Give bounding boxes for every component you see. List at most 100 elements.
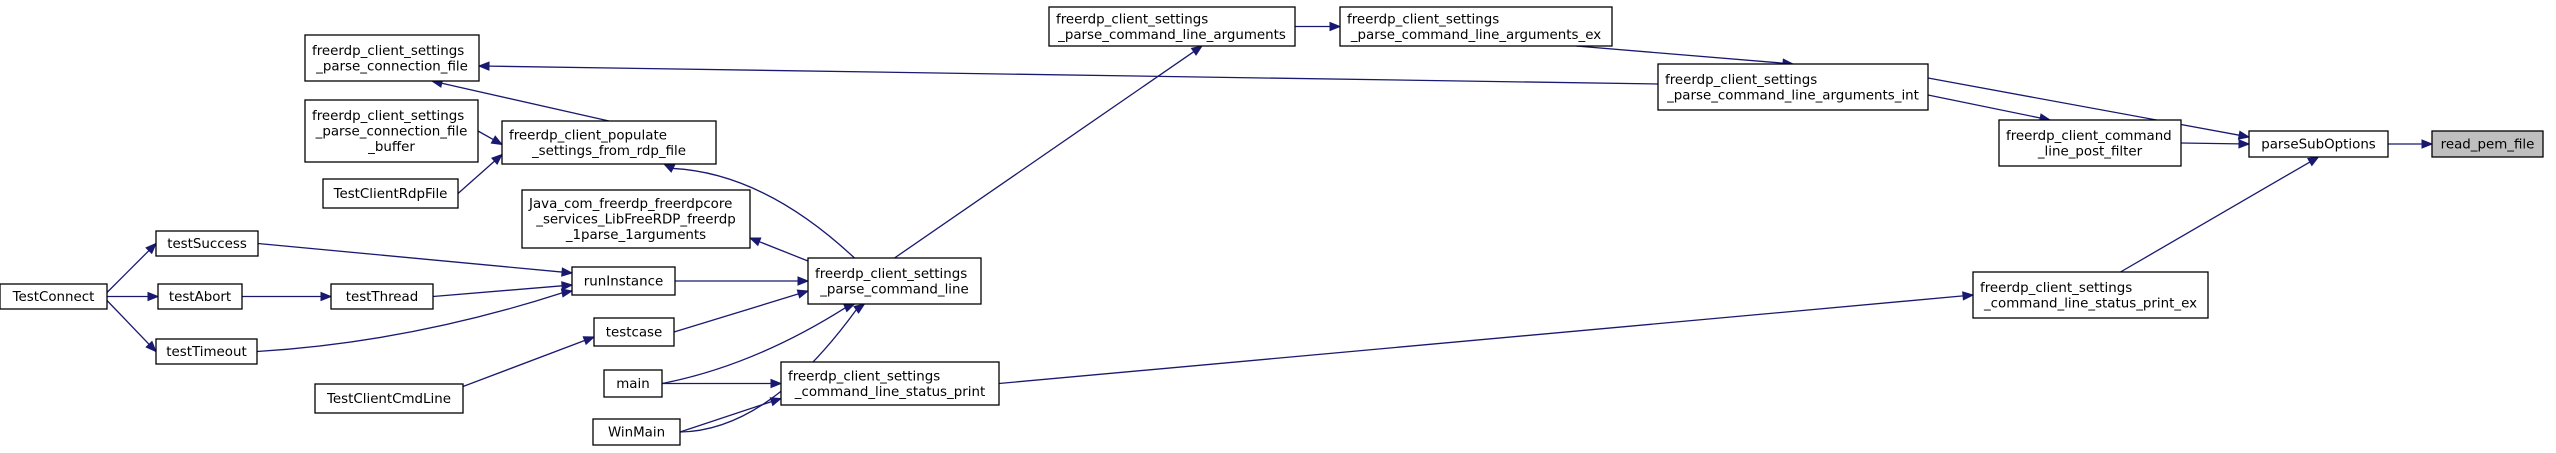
arrowhead-icon (561, 267, 574, 277)
arrowhead-icon (477, 61, 490, 71)
node-label: TestClientRdpFile (333, 187, 448, 202)
node-box (592, 418, 681, 446)
node-box (603, 369, 663, 398)
edge-line (256, 292, 563, 353)
node-label: _buffer (367, 140, 415, 155)
node-label: WinMain (608, 426, 665, 441)
edge-TestConnect-to-testSuccess (106, 242, 157, 293)
edge-args_int-to-parseSubOptions (1927, 77, 2251, 140)
edge-testAbort-to-testThread (242, 291, 333, 302)
node-label: testThread (346, 290, 419, 305)
node-box (2431, 130, 2544, 158)
edge-TestClientRdpFile-to-populate_rdp (457, 153, 504, 194)
node-connection-file-buffer[interactable]: freerdp_client_settings_parse_connection… (304, 99, 479, 163)
edges-layer (106, 21, 2434, 433)
node-winmain[interactable]: WinMain (592, 418, 681, 446)
arrowhead-icon (147, 291, 160, 302)
arrowhead-icon (320, 291, 333, 302)
node-label: freerdp_client_settings (1980, 281, 2132, 296)
node-testsuccess[interactable]: testSuccess (155, 230, 259, 257)
node-box (304, 34, 480, 82)
nodes-layer: read_pem_file parseSubOptions freerdp_clie… (0, 6, 2544, 446)
node-box (304, 99, 479, 163)
node-testabort[interactable]: testAbort (157, 283, 243, 310)
edge-line (1927, 77, 2240, 136)
node-java[interactable]: Java_com_freerdp_freerdpcore_services_Li… (521, 189, 751, 249)
node-label: testAbort (169, 290, 231, 305)
node-parsesuboptions[interactable]: parseSubOptions (2248, 130, 2389, 158)
node-args-int[interactable]: freerdp_client_settings_parse_command_li… (1657, 63, 1929, 111)
node-box (501, 120, 717, 165)
node-main[interactable]: main (603, 369, 663, 398)
edge-parse_command_line-to-java (748, 237, 809, 262)
edge-line (1927, 94, 2041, 119)
node-box (780, 361, 1000, 406)
node-connection-file[interactable]: freerdp_client_settings_parse_connection… (304, 34, 480, 82)
node-label: _1parse_1arguments (565, 228, 706, 243)
node-args[interactable]: freerdp_client_settings_parse_command_li… (1048, 6, 1296, 47)
edge-line (257, 242, 563, 273)
node-label: freerdp_client_settings (1665, 73, 1817, 88)
edge-WinMain-to-status_print (679, 397, 783, 433)
node-args-ex[interactable]: freerdp_client_settings_parse_command_li… (1339, 6, 1613, 47)
edge-line (894, 51, 1195, 259)
arrowhead-icon (796, 289, 810, 299)
node-label: freerdp_client_populate (509, 128, 667, 143)
edge-line (2120, 161, 2311, 273)
node-parse-command-line[interactable]: freerdp_client_settings_parse_command_li… (807, 257, 982, 305)
node-testclientrdpfile[interactable]: TestClientRdpFile (322, 178, 459, 209)
node-box (2248, 130, 2389, 158)
edge-parse_command_line-to-populate_rdp (662, 163, 855, 259)
node-testtimeout[interactable]: testTimeout (155, 338, 258, 365)
edge-line (462, 339, 585, 388)
arrowhead-icon (560, 288, 574, 298)
edge-status_print-to-status_print_ex (998, 291, 1975, 385)
node-box (0, 283, 108, 310)
node-label: _services_LibFreeRDP_freerdp (535, 213, 736, 228)
node-cmdline-post-filter[interactable]: freerdp_client_command_line_post_filter (1998, 119, 2182, 167)
node-box (155, 230, 259, 257)
node-label: TestClientCmdLine (326, 392, 451, 407)
node-runinstance[interactable]: runInstance (571, 266, 676, 296)
node-label: _parse_command_line_arguments (1057, 28, 1286, 43)
node-box (571, 266, 676, 296)
edge-line (759, 241, 809, 262)
node-testclientcmdline[interactable]: TestClientCmdLine (314, 383, 464, 414)
node-box (322, 178, 459, 209)
arrowhead-icon (797, 276, 810, 286)
edge-line (679, 401, 772, 433)
arrowhead-icon (770, 378, 783, 389)
edge-WinMain-to-parse_command_line (679, 303, 866, 433)
node-label: _command_line_status_print_ex (1983, 296, 2197, 311)
node-label: freerdp_client_settings (312, 44, 464, 59)
node-testcase[interactable]: testcase (593, 317, 675, 347)
node-label: freerdp_client_settings (1056, 12, 1208, 27)
node-label: parseSubOptions (2261, 138, 2376, 153)
node-populate-rdp[interactable]: freerdp_client_populate_settings_from_rd… (501, 120, 717, 165)
edge-connection_file_buffer-to-populate_rdp (477, 130, 504, 146)
node-box (155, 338, 258, 365)
edge-TestClientCmdLine-to-testcase (462, 336, 596, 388)
edge-testSuccess-to-runInstance (257, 242, 574, 277)
edge-line (432, 285, 563, 298)
node-box (593, 317, 675, 347)
edge-args-to-args_ex (1295, 21, 1342, 32)
edge-line (106, 300, 150, 345)
node-status-print-ex[interactable]: freerdp_client_settings_command_line_sta… (1972, 271, 2209, 319)
edge-status_print_ex-to-parseSubOptions (2120, 156, 2320, 273)
edge-line (672, 167, 855, 259)
edge-line (477, 130, 494, 141)
node-testconnect[interactable]: TestConnect (0, 283, 108, 310)
node-box (1657, 63, 1929, 111)
edge-line (488, 65, 1659, 85)
edge-runInstance-to-parse_command_line (675, 276, 810, 286)
node-label: read_pem_file (2441, 138, 2535, 153)
node-box (521, 189, 751, 249)
node-box (314, 383, 464, 414)
node-status-print[interactable]: freerdp_client_settings_command_line_sta… (780, 361, 1000, 406)
node-testthread[interactable]: testThread (330, 283, 434, 310)
edge-TestConnect-to-testTimeout (106, 300, 157, 353)
node-label: main (616, 377, 649, 392)
node-label: _line_post_filter (2037, 144, 2143, 159)
